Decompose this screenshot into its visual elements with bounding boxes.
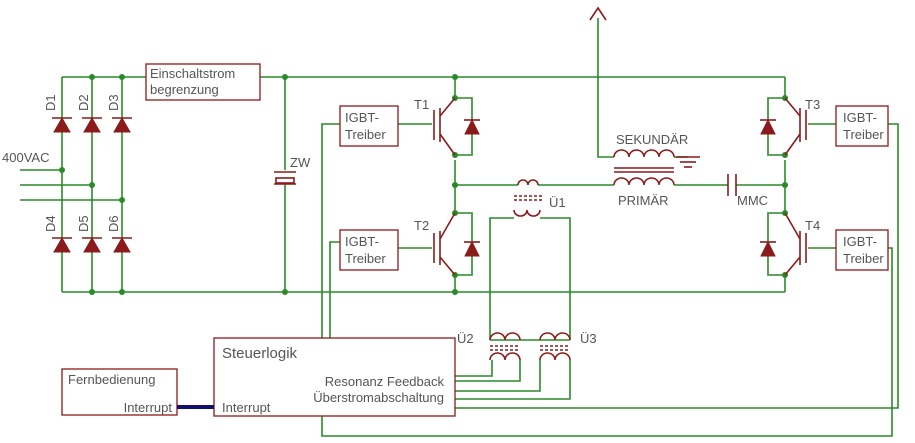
output-arrow-icon (589, 6, 607, 21)
remote-control-box (61, 368, 178, 416)
igbt-t4 (760, 212, 807, 276)
current-transformer-u2 (489, 332, 521, 361)
label-driver-t3-line1: IGBT- (843, 110, 877, 125)
label-u1: Ü1 (549, 195, 566, 210)
label-d4: D4 (43, 215, 58, 232)
current-transformer-u1 (513, 179, 542, 217)
igbt-t2 (433, 212, 480, 276)
control-logic-box (213, 337, 456, 417)
label-mmc: MMC (737, 193, 768, 208)
label-driver-t4-line1: IGBT- (843, 234, 877, 249)
label-interrupt-out: Interrupt (124, 400, 173, 415)
label-inrush-line1: Einschaltstrom (150, 66, 235, 81)
label-inrush-line2: begrenzung (150, 82, 219, 97)
label-u2: Ü2 (457, 331, 474, 346)
igbt-driver-box-t4 (835, 229, 889, 271)
label-primary: PRIMÄR (618, 193, 669, 208)
label-resonance-feedback: Resonanz Feedback (325, 374, 445, 389)
label-driver-t1-line2: Treiber (345, 127, 386, 142)
label-zw: ZW (290, 155, 311, 170)
diode-d6 (112, 236, 132, 253)
label-remote: Fernbedienung (68, 372, 155, 387)
label-t4: T4 (805, 218, 820, 233)
igbt-driver-box-t2 (339, 229, 399, 271)
igbt-t1 (433, 97, 480, 156)
label-secondary: SEKUNDÄR (616, 132, 688, 147)
label-d6: D6 (106, 215, 121, 232)
label-driver-t4-line2: Treiber (843, 251, 884, 266)
label-driver-t2-line2: Treiber (345, 251, 386, 266)
label-d5: D5 (76, 215, 91, 232)
label-driver-t2-line1: IGBT- (345, 234, 379, 249)
label-control-title: Steuerlogik (222, 345, 298, 362)
label-interrupt-in: Interrupt (222, 400, 271, 415)
label-d3: D3 (106, 94, 121, 111)
label-t1: T1 (414, 97, 429, 112)
label-driver-t1-line1: IGBT- (345, 110, 379, 125)
igbt-driver-box-t1 (339, 105, 399, 147)
label-d2: D2 (76, 94, 91, 111)
capacitor-zw (274, 171, 296, 185)
label-input-voltage: 400VAC (2, 150, 49, 165)
inrush-limiter-box (145, 63, 261, 101)
diode-d4 (52, 236, 72, 253)
label-t2: T2 (414, 218, 429, 233)
diode-d2 (82, 116, 102, 133)
label-u3: Ü3 (580, 331, 597, 346)
diode-d3 (112, 116, 132, 133)
diode-d1 (52, 116, 72, 133)
ground-icon (676, 156, 700, 168)
label-driver-t3-line2: Treiber (843, 127, 884, 142)
current-transformer-u3 (539, 332, 571, 361)
label-d1: D1 (43, 94, 58, 111)
label-overcurrent: Überstromabschaltung (313, 390, 444, 405)
diode-d5 (82, 236, 102, 253)
capacitor-mmc (727, 174, 737, 196)
output-transformer (613, 149, 675, 186)
igbt-t3 (760, 97, 807, 156)
label-t3: T3 (805, 97, 820, 112)
igbt-driver-box-t3 (835, 105, 889, 147)
